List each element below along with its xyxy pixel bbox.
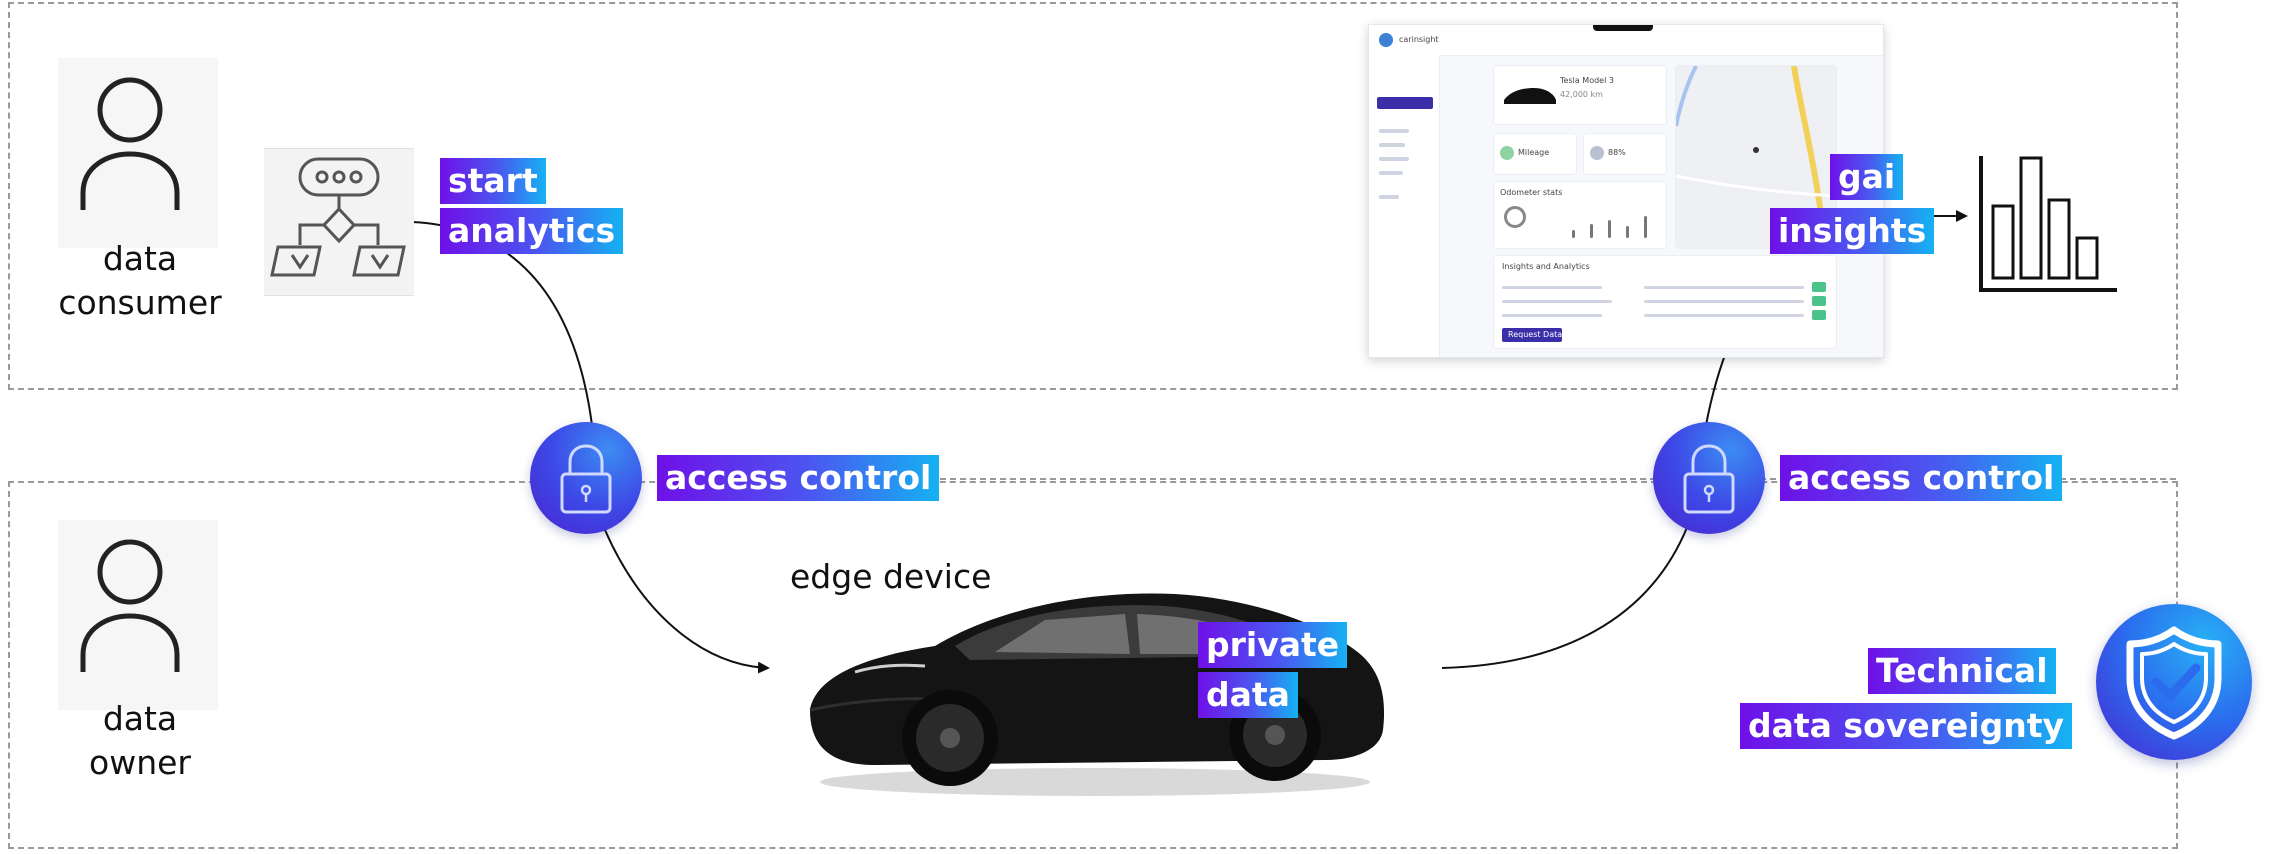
shield-check-badge xyxy=(2096,604,2252,760)
dashboard-stat2: 88% xyxy=(1608,148,1626,157)
padlock-icon xyxy=(560,444,612,514)
car-illustration xyxy=(795,560,1395,800)
private-data-tag-line1: private xyxy=(1198,622,1348,668)
dashboard-stat1: Mileage xyxy=(1518,148,1550,157)
access-control-lock-right xyxy=(1653,422,1765,534)
start-analytics-tag-line2: analytics xyxy=(440,208,624,254)
shield-check-icon xyxy=(2126,626,2222,740)
data-owner-avatar xyxy=(58,520,218,710)
connector-lock-to-car xyxy=(604,529,770,674)
flowchart-icon xyxy=(264,148,414,296)
person-outline-icon xyxy=(80,77,180,210)
start-analytics-tag-line1: start xyxy=(440,158,546,204)
connector-start-to-lock xyxy=(411,221,593,426)
technical-sovereignty-tag-line2: data sovereignty xyxy=(1740,703,2072,749)
dashboard-app-name: carinsight xyxy=(1399,35,1439,44)
data-consumer-avatar xyxy=(58,58,218,248)
padlock-icon xyxy=(1683,444,1735,514)
private-data-tag-line2: data xyxy=(1198,672,1298,718)
bar-chart-icon xyxy=(1975,150,2121,296)
person-outline-icon xyxy=(80,539,180,672)
dashboard-table-title: Insights and Analytics xyxy=(1502,262,1590,271)
technical-sovereignty-tag-line1: Technical xyxy=(1868,648,2056,694)
dashboard-vehicle-sub: 42,000 km xyxy=(1560,90,1603,99)
dashboard-vehicle-name: Tesla Model 3 xyxy=(1560,76,1614,85)
dashboard-button-label: Request Data xyxy=(1508,330,1563,339)
data-consumer-zone xyxy=(8,2,2178,390)
dashboard-chart-title: Odometer stats xyxy=(1500,188,1563,197)
access-control-lock-left xyxy=(530,422,642,534)
connector-car-to-lock xyxy=(1441,524,1689,669)
access-control-tag-left: access control xyxy=(657,455,940,501)
gai-insights-tag-line2: insights xyxy=(1770,208,1935,254)
owner-zone-top-dashed-behind xyxy=(660,478,2176,480)
edge-device-label: edge device xyxy=(790,557,992,596)
analytics-dashboard-screenshot: carinsight Tesla Model 3 42,000 km Milea… xyxy=(1368,24,1884,358)
access-control-tag-right: access control xyxy=(1780,455,2063,501)
gai-insights-tag-line1: gai xyxy=(1830,154,1904,200)
